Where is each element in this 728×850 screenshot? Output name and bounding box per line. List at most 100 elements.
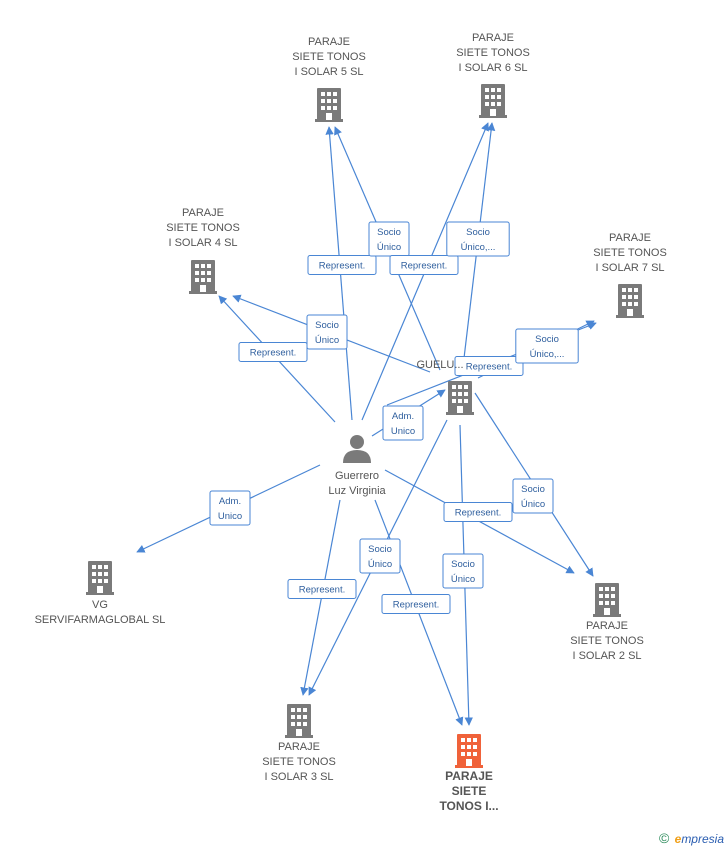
edge-label[interactable]: Adm. Unico (382, 405, 424, 441)
building-icon (455, 734, 483, 768)
node-label-line: SIETE TONOS (570, 635, 644, 647)
node-solar5[interactable]: PARAJE SIETE TONOS I SOLAR 5 SL (292, 36, 366, 122)
edge-label[interactable]: Represent. (287, 579, 357, 599)
node-label-line: PARAJE (182, 207, 224, 219)
node-label-line: I SOLAR 7 SL (595, 262, 664, 274)
edge-label-text: Represent. (319, 261, 365, 272)
node-label-line: I SOLAR 5 SL (294, 66, 363, 78)
person-head (350, 435, 364, 449)
node-label-line: SIETE TONOS (166, 222, 240, 234)
node-label-line: GUELU... (416, 359, 463, 371)
node-solar2[interactable]: PARAJE SIETE TONOS I SOLAR 2 SL (570, 583, 644, 662)
edge-label-text: Socio (315, 320, 339, 331)
node-label-line: I SOLAR 3 SL (264, 771, 333, 783)
edge-label[interactable]: Represent. (389, 255, 459, 275)
edge-label-box (287, 579, 357, 599)
edge-label-text: Represent. (455, 508, 501, 519)
edge-label-box (515, 328, 579, 364)
edge-label-box (454, 356, 524, 376)
edge-label-box (368, 221, 410, 257)
edge-label-text: Único (451, 574, 475, 585)
node-guelu[interactable]: GUELU... (416, 359, 474, 415)
edge-label[interactable]: Represent. (238, 342, 308, 362)
node-label-line: PARAJE (308, 36, 350, 48)
edge-label-box (359, 538, 401, 574)
edge-label-text: Único (368, 559, 392, 570)
node-label-line: SIETE TONOS (292, 51, 366, 63)
edge-label-text: Socio (377, 227, 401, 238)
edge-label[interactable]: Represent. (454, 356, 524, 376)
footer-brand[interactable]: © empresia (659, 830, 724, 846)
edge-label[interactable]: Represent. (307, 255, 377, 275)
person-body (343, 450, 371, 463)
edge-label-text: Adm. (219, 496, 241, 507)
edge-labels-layer: Represent.SocioÚnicoRepresent.SocioÚnico… (209, 221, 579, 614)
edge-label-text: Único,... (530, 349, 565, 360)
edge-label-box (443, 502, 513, 522)
building-icon (446, 381, 474, 415)
edge-label-text: Adm. (392, 411, 414, 422)
node-label-line: Guerrero (335, 470, 379, 482)
edge-label-text: Único (315, 335, 339, 346)
edge-label-text: Represent. (401, 261, 447, 272)
node-label-line: PARAJE (586, 620, 628, 632)
node-label-line: SERVIFARMAGLOBAL SL (35, 614, 166, 626)
edge-label-text: Socio (535, 334, 559, 345)
edge-label-text: Represent. (299, 585, 345, 596)
building-icon (189, 260, 217, 294)
edge-label[interactable]: Represent. (381, 594, 451, 614)
node-solar4[interactable]: PARAJE SIETE TONOS I SOLAR 4 SL (166, 207, 240, 294)
brand-logo-e: e (674, 832, 682, 846)
node-label-line: PARAJE (609, 232, 651, 244)
node-label-line: I SOLAR 2 SL (572, 650, 641, 662)
node-label-line: SIETE TONOS (262, 756, 336, 768)
brand-logo-text: mpresia (681, 832, 724, 846)
edge-label[interactable]: SocioÚnico,... (515, 328, 579, 364)
edge-label-box (238, 342, 308, 362)
node-label-line: PARAJE (472, 32, 514, 44)
node-label-line: I SOLAR 4 SL (168, 237, 237, 249)
building-icon (616, 284, 644, 318)
node-vg[interactable]: VG SERVIFARMAGLOBAL SL (35, 561, 166, 626)
node-label-line: PARAJE (278, 741, 320, 753)
edge-label-text: Represent. (393, 600, 439, 611)
person-icon (343, 435, 371, 463)
node-solar6[interactable]: PARAJE SIETE TONOS I SOLAR 6 SL (456, 32, 530, 118)
node-solar3[interactable]: PARAJE SIETE TONOS I SOLAR 3 SL (262, 704, 336, 783)
building-icon (315, 88, 343, 122)
edge-label-box (442, 553, 484, 589)
edge-label-text: Unico (391, 426, 415, 437)
edge-label-box (446, 221, 510, 257)
node-label-line: I SOLAR 6 SL (458, 62, 527, 74)
edge-label-text: Único (521, 499, 545, 510)
edge-label[interactable]: Represent. (443, 502, 513, 522)
edge-label[interactable]: Adm.Unico (209, 490, 251, 526)
edge-label[interactable]: SocioÚnico,... (446, 221, 510, 257)
edge-label-box (381, 594, 451, 614)
node-label-line: PARAJE (445, 769, 493, 783)
node-label-line: SIETE TONOS (593, 247, 667, 259)
edge-label-text: Socio (368, 544, 392, 555)
node-label-line: SIETE (452, 784, 487, 798)
building-icon (285, 704, 313, 738)
building-icon (479, 84, 507, 118)
edge-label-box (306, 314, 348, 350)
edge-label-text: Único (377, 242, 401, 253)
edge-label-text: Socio (521, 484, 545, 495)
node-label-line: VG (92, 599, 108, 611)
edge-label-box (209, 490, 251, 526)
node-label-line: SIETE TONOS (456, 47, 530, 59)
node-solar7[interactable]: PARAJE SIETE TONOS I SOLAR 7 SL (593, 232, 667, 318)
copyright-icon: © (658, 830, 670, 846)
building-icon (86, 561, 114, 595)
edge-label-text: Represent. (466, 362, 512, 373)
